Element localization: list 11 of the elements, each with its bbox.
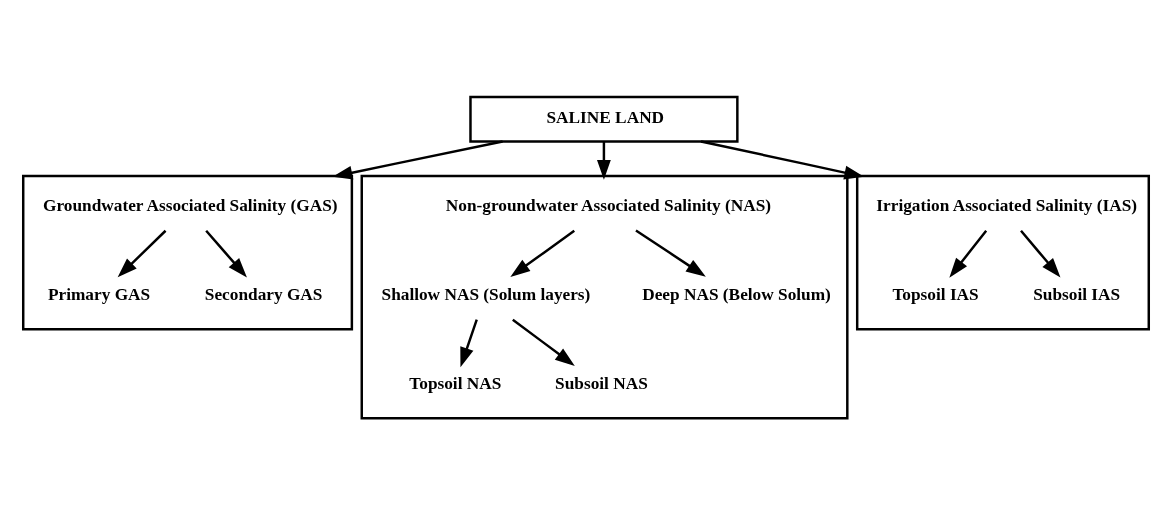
node-text: Subsoil IAS — [1033, 285, 1121, 305]
node-text: Groundwater Associated Salinity (GAS) — [42, 196, 338, 216]
node-text: Shallow NAS (Solum layers) — [381, 285, 591, 305]
node-text: Secondary GAS — [204, 285, 323, 305]
node-text: Subsoil NAS — [555, 374, 648, 394]
node-text: Topsoil NAS — [409, 374, 502, 394]
node-text: Irrigation Associated Salinity (IAS) — [876, 196, 1138, 216]
node-text: Primary GAS — [47, 285, 151, 305]
node-text: Non-groundwater Associated Salinity (NAS) — [445, 196, 772, 216]
node-text: Deep NAS (Below Solum) — [642, 285, 831, 305]
node-text: Topsoil IAS — [892, 285, 979, 305]
